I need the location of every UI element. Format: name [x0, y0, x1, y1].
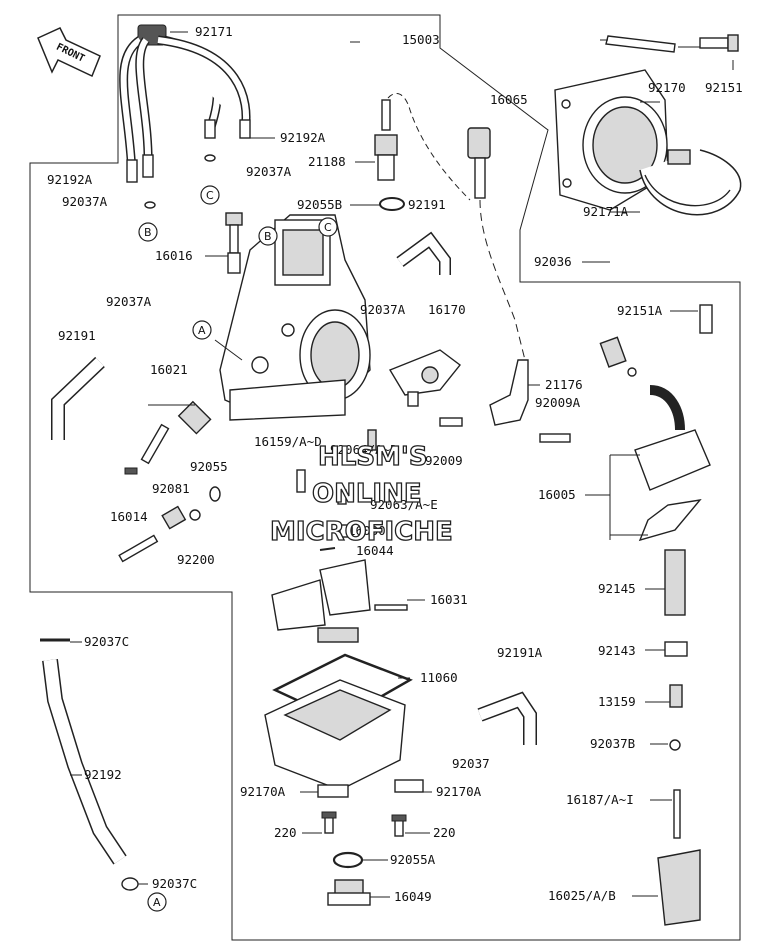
frame-outline: [29, 14, 741, 941]
bowl-screws: [321, 811, 407, 837]
label-92036: 92036: [534, 254, 572, 269]
label-16005: 16005: [538, 487, 576, 502]
hose-92191-top: [396, 231, 451, 275]
hose-92191A: [477, 691, 537, 745]
label-21176: 21176: [545, 377, 583, 392]
label-92064: 92064/A~D: [330, 442, 398, 457]
hose-92191-left: [51, 356, 105, 440]
watermark-line-3: MICROFICHE: [270, 517, 453, 547]
label-92191A: 92191A: [497, 645, 543, 660]
label-92170A-left: 92170A: [240, 784, 286, 799]
adjuster-screw-set: [124, 400, 212, 475]
label-220-left: 220: [274, 825, 297, 840]
label-92171A: 92171A: [583, 204, 629, 219]
label-16021: 16021: [150, 362, 188, 377]
label-92170: 92170: [648, 80, 686, 95]
watermark: HLSM'S ONLINE MICROFICHE: [269, 441, 453, 547]
label-92037: 92037: [452, 756, 490, 771]
label-92143: 92143: [598, 643, 636, 658]
label-92191-top: 92191: [408, 197, 446, 212]
label-92063: 92063/A~E: [370, 497, 438, 512]
label-92055B: 92055B: [297, 197, 342, 212]
callout-a-label: A: [198, 324, 206, 337]
cable-elbow: [489, 359, 571, 443]
label-16030: 16030: [348, 523, 386, 538]
label-92037A-left: 92037A: [62, 194, 108, 209]
throttle-lever: [388, 349, 463, 427]
throttle-sensor: [374, 93, 471, 211]
vent-hose-assembly: [119, 24, 251, 209]
label-21188: 21188: [308, 154, 346, 169]
label-92081: 92081: [152, 481, 190, 496]
label-92171: 92171: [195, 24, 233, 39]
label-92037B: 92037B: [590, 736, 635, 751]
label-92192A-left: 92192A: [47, 172, 93, 187]
idle-screw-set: [118, 486, 221, 563]
label-16159: 16159/A~D: [254, 434, 322, 449]
label-92055A: 92055A: [390, 852, 436, 867]
label-92191-left: 92191: [58, 328, 96, 343]
label-16016: 16016: [155, 248, 193, 263]
carburetor-body: [219, 214, 371, 421]
label-11060: 11060: [420, 670, 458, 685]
label-92192A-right: 92192A: [280, 130, 326, 145]
intake-boot: [554, 34, 742, 216]
label-92037A-top: 92037A: [246, 164, 292, 179]
label-92037A-left2: 92037A: [106, 294, 152, 309]
callout-markers: C B B C A A: [138, 185, 338, 912]
label-220-right: 220: [433, 825, 456, 840]
watermark-line-1: HLSM'S: [318, 442, 428, 472]
label-92055: 92055: [190, 459, 228, 474]
jets-group: [296, 429, 377, 551]
label-16170: 16170: [428, 302, 466, 317]
callout-b-label: B: [144, 226, 152, 239]
label-15003: 15003: [402, 32, 440, 47]
front-arrow-icon: FRONT: [37, 27, 101, 78]
label-92145: 92145: [598, 581, 636, 596]
label-16014: 16014: [110, 509, 148, 524]
part-labels: 92171 15003 92170 92151 16065 92192A 211…: [47, 24, 743, 904]
float-assembly: [271, 559, 408, 643]
label-92009: 92009: [425, 453, 463, 468]
label-16025: 16025/A/B: [548, 888, 616, 903]
label-92037C-top: 92037C: [84, 634, 129, 649]
right-part-column: [599, 304, 713, 926]
label-16065: 16065: [490, 92, 528, 107]
label-92200: 92200: [177, 552, 215, 567]
drain-plug: [327, 851, 371, 906]
label-92151: 92151: [705, 80, 743, 95]
pilot-screw: [225, 212, 243, 274]
label-92037C-bottom: 92037C: [152, 876, 197, 891]
label-16187: 16187/A~I: [566, 792, 634, 807]
callout-c-label: C: [206, 189, 214, 202]
float-bowl: [264, 679, 424, 798]
label-92192: 92192: [84, 767, 122, 782]
callout-c-label-2: C: [324, 221, 332, 234]
watermark-line-2: ONLINE: [312, 479, 422, 509]
label-92037A-center: 92037A: [360, 302, 406, 317]
label-16031: 16031: [430, 592, 468, 607]
label-16044: 16044: [356, 543, 394, 558]
label-92151A: 92151A: [617, 303, 663, 318]
label-13159: 13159: [598, 694, 636, 709]
hose-92192: [40, 638, 139, 891]
label-92170A-right: 92170A: [436, 784, 482, 799]
callout-a-label-2: A: [153, 896, 161, 909]
callout-b-label-2: B: [264, 230, 272, 243]
label-92009A: 92009A: [535, 395, 581, 410]
leader-lines: [70, 31, 734, 898]
label-16049: 16049: [394, 889, 432, 904]
connector-plug: [467, 127, 526, 361]
